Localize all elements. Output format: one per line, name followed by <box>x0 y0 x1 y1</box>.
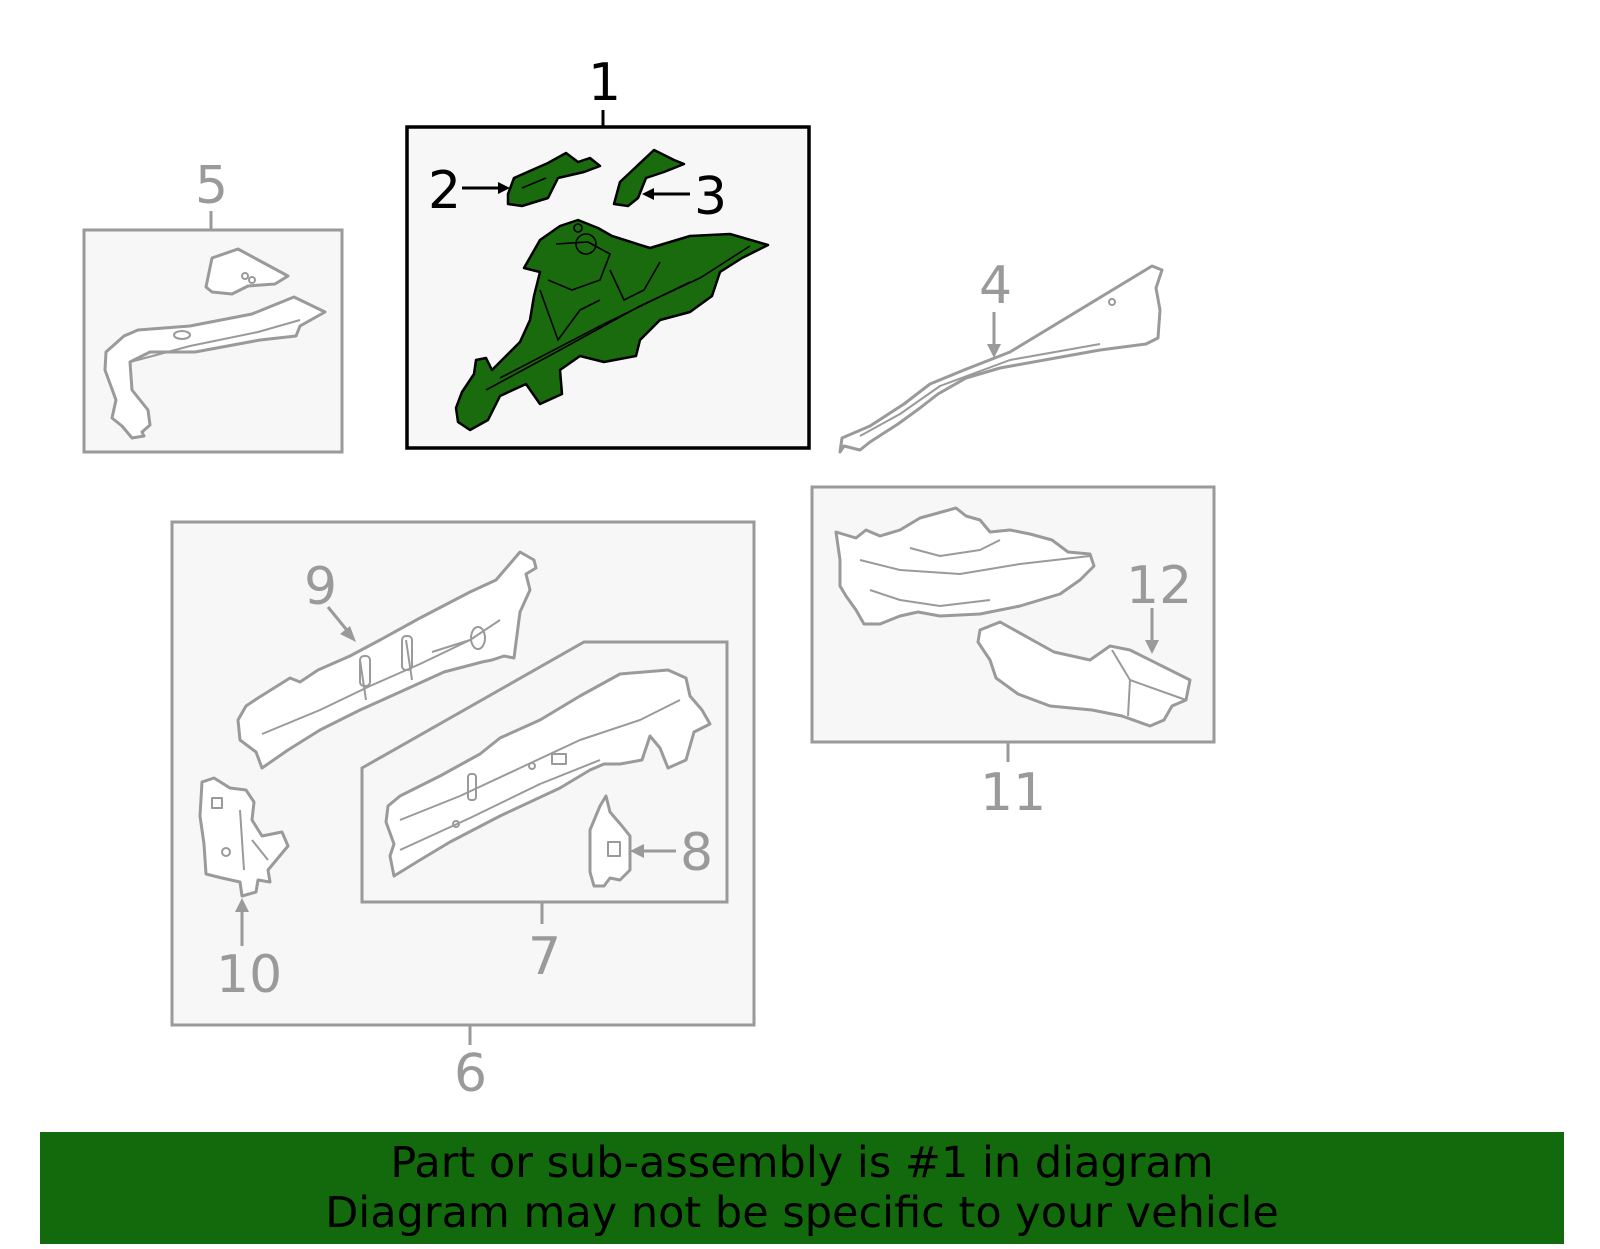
info-banner: Part or sub-assembly is #1 in diagram Di… <box>40 1132 1564 1244</box>
part-12-bracket[interactable] <box>976 620 1192 728</box>
part-11-front-floor-member[interactable] <box>834 506 1096 626</box>
part-5-bracket[interactable] <box>204 247 290 296</box>
callout-9[interactable]: 9 <box>304 557 337 617</box>
callout-12[interactable]: 12 <box>1126 556 1192 616</box>
part-group-11[interactable]: 11 12 <box>810 485 1216 823</box>
part-4-rail[interactable] <box>838 264 1164 454</box>
part-1-front-side-member-assembly[interactable] <box>454 218 770 432</box>
part-2-bracket[interactable] <box>506 151 602 208</box>
part-group-1[interactable]: 1 2 3 <box>405 53 811 450</box>
callout-4[interactable]: 4 <box>979 256 1012 316</box>
part-group-4[interactable]: 4 <box>838 256 1164 454</box>
callout-5[interactable]: 5 <box>195 156 228 216</box>
part-group-5[interactable]: 5 <box>82 156 344 454</box>
callout-6[interactable]: 6 <box>454 1044 487 1104</box>
callout-7[interactable]: 7 <box>528 927 561 987</box>
callout-2[interactable]: 2 <box>428 161 461 221</box>
banner-line-2: Diagram may not be specific to your vehi… <box>325 1188 1279 1238</box>
callout-3[interactable]: 3 <box>694 167 727 227</box>
callout-1[interactable]: 1 <box>588 53 621 113</box>
part-5-rail[interactable] <box>103 295 327 440</box>
part-7-rail[interactable] <box>384 668 712 878</box>
parts-diagram: 5 1 2 3 4 <box>82 53 1216 1104</box>
callout-10[interactable]: 10 <box>216 945 282 1005</box>
callout-11[interactable]: 11 <box>980 763 1046 823</box>
callout-8[interactable]: 8 <box>680 823 713 883</box>
banner-line-1: Part or sub-assembly is #1 in diagram <box>390 1138 1214 1188</box>
part-3-bracket[interactable] <box>612 148 686 208</box>
part-group-6[interactable]: 6 9 10 7 8 <box>170 520 756 1104</box>
